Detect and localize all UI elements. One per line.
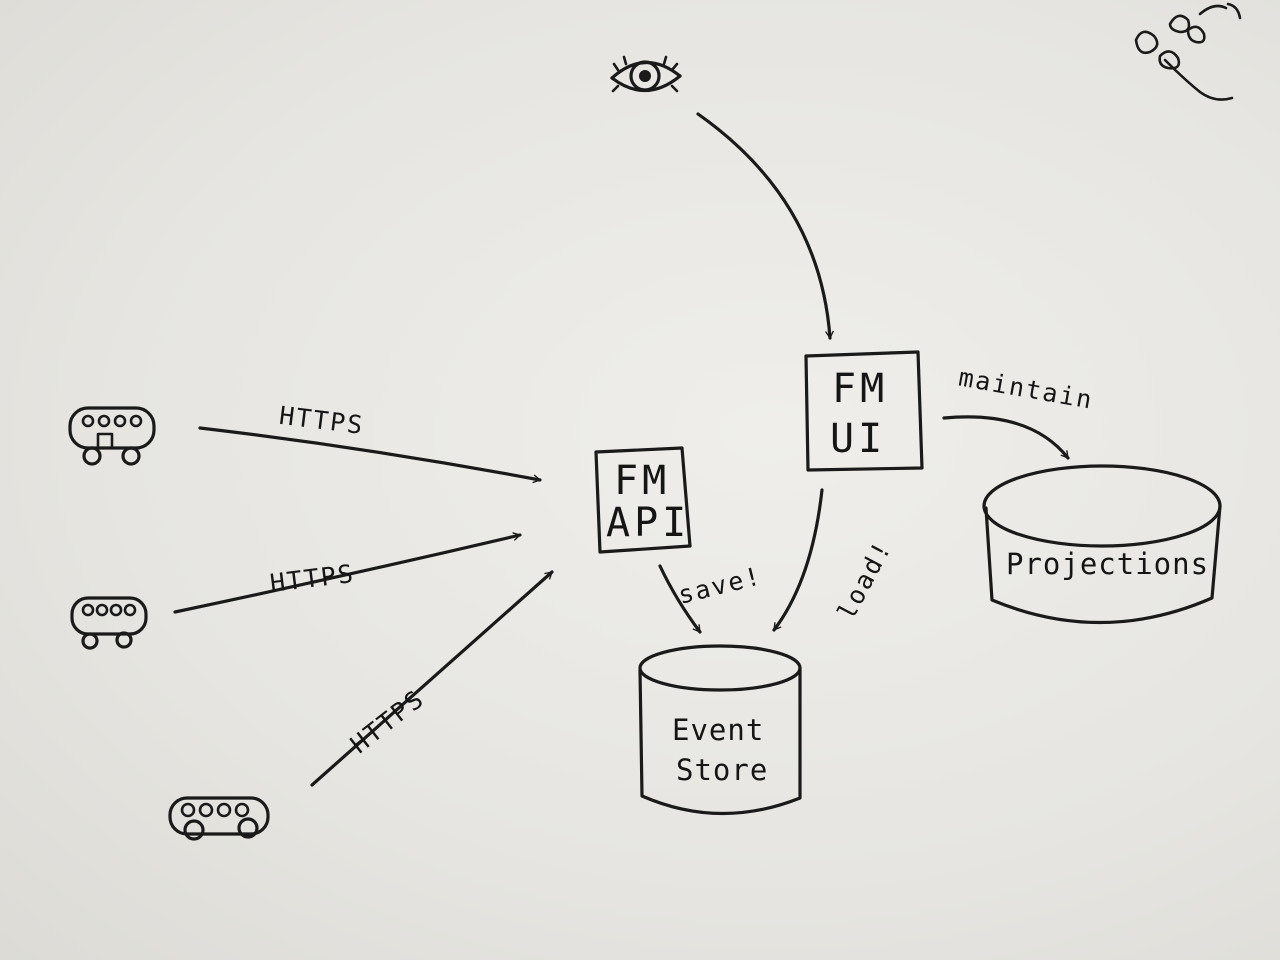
maintain-label: maintain xyxy=(956,363,1095,415)
save-arrow xyxy=(658,564,702,634)
https-label-middle: HTTPS xyxy=(268,559,356,598)
load-label: load! xyxy=(832,535,898,624)
https-label-bottom: HTTPS xyxy=(345,684,430,759)
observe-arrow xyxy=(696,112,834,340)
event-store-label-line2: Store xyxy=(676,753,768,787)
https-arrow-bottom xyxy=(310,570,554,787)
event-store-node: Event Store xyxy=(638,644,802,816)
fm-api-node: FM API xyxy=(594,446,692,554)
fm-ui-node: FM UI xyxy=(804,350,924,472)
flower-doodle-icon xyxy=(1134,2,1242,101)
https-arrow-middle xyxy=(173,532,522,614)
fm-api-label-line1: FM xyxy=(614,458,670,504)
save-label: save! xyxy=(675,561,765,610)
projections-node: Projections xyxy=(982,464,1222,625)
https-arrow-top xyxy=(198,426,542,484)
bus-icon xyxy=(70,596,148,650)
load-arrow xyxy=(772,488,824,632)
fm-ui-label-line1: FM xyxy=(832,366,888,412)
maintain-arrow xyxy=(942,415,1070,460)
fm-ui-label-line2: UI xyxy=(830,416,886,462)
event-store-label-line1: Event xyxy=(672,713,764,747)
https-label-top: HTTPS xyxy=(278,401,366,440)
bus-icon xyxy=(68,406,156,466)
fm-api-label-line2: API xyxy=(606,500,690,546)
bus-icon xyxy=(168,796,270,841)
eye-icon xyxy=(610,55,682,93)
projections-label: Projections xyxy=(1006,547,1209,581)
